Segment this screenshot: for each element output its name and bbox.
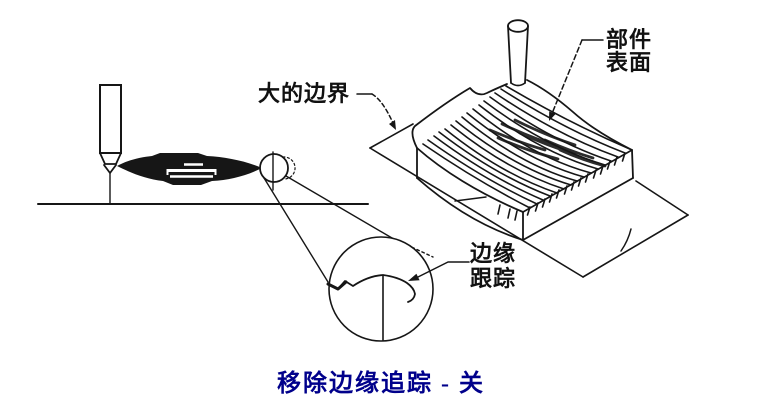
caption: 移除边缘追踪 - 关	[277, 369, 485, 397]
boundary-plate	[369, 123, 689, 278]
label-edge-tracking-line2: 跟踪	[470, 266, 516, 291]
arrowhead	[389, 120, 396, 130]
magnifier-figure	[326, 236, 434, 342]
surface-dark-region	[488, 118, 607, 168]
plate-tick-left	[454, 196, 487, 202]
hatch-fringe	[497, 152, 626, 221]
arrowhead	[408, 273, 420, 281]
left-probe	[99, 84, 122, 205]
leader-part-surface	[549, 39, 604, 121]
right-probe	[507, 19, 529, 87]
label-part-surface-line2: 表面	[606, 50, 652, 75]
scan-lens	[117, 153, 262, 185]
leader-big-boundary	[356, 93, 396, 130]
magnifier-circle	[328, 236, 434, 342]
left-scan-figure	[37, 84, 434, 283]
stylus-ball	[259, 151, 296, 191]
edge-profile-curve	[327, 274, 416, 303]
label-edge-tracking-line1: 边缘	[469, 241, 516, 266]
part-surface-block	[411, 79, 634, 241]
surface-hatching	[422, 85, 633, 209]
plate-tick-right	[620, 228, 632, 252]
right-surface-figure	[369, 19, 689, 278]
label-part-surface-line1: 部件	[606, 27, 652, 52]
arrowhead	[549, 111, 556, 121]
probe-tip	[103, 164, 117, 174]
label-big-boundary: 大的边界	[258, 81, 350, 106]
leader-edge-tracking	[408, 261, 470, 281]
